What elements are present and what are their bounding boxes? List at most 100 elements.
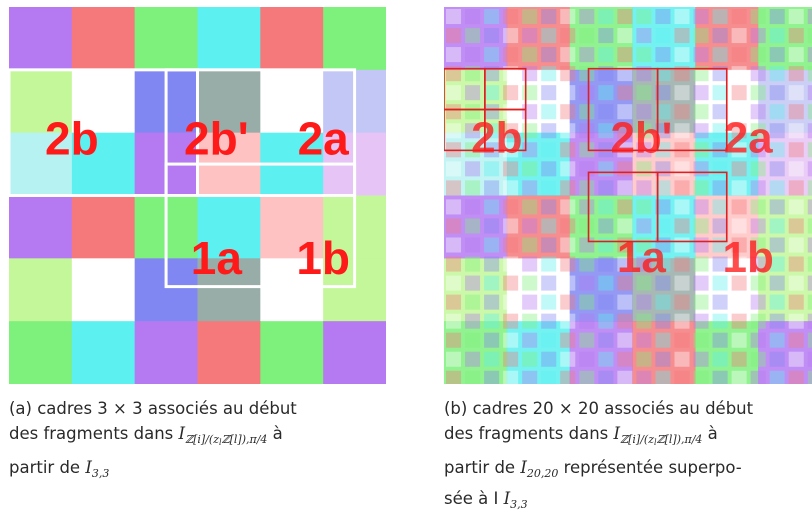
fragment-label: 1b <box>722 233 773 282</box>
fine-cell <box>522 275 538 291</box>
grid-cell <box>71 69 136 134</box>
fine-cell <box>769 9 785 25</box>
grid-cell <box>758 258 812 322</box>
grid-cell <box>323 321 386 384</box>
fine-cell <box>560 199 576 215</box>
fine-cell <box>579 275 595 291</box>
fine-cell <box>522 351 538 367</box>
fine-cell <box>769 47 785 63</box>
fine-cell <box>807 313 812 329</box>
fine-cell <box>541 66 557 82</box>
caption-b-subscript: ℤ[i]/(zlℤ[l]),π/4 <box>620 433 702 447</box>
fine-cell <box>598 218 614 234</box>
fine-cell <box>750 332 766 348</box>
fine-cell <box>731 104 747 120</box>
grid-cell <box>569 258 633 322</box>
fine-cell <box>731 123 747 139</box>
fine-cell <box>560 142 576 158</box>
fine-cell <box>693 237 709 253</box>
fine-cell <box>636 256 652 272</box>
fine-cell <box>674 218 690 234</box>
fine-cell <box>617 28 633 44</box>
fine-cell <box>769 237 785 253</box>
fine-cell <box>750 199 766 215</box>
fine-cell <box>579 218 595 234</box>
fine-cell <box>617 123 633 139</box>
fine-cell <box>750 218 766 234</box>
fine-cell <box>598 332 614 348</box>
frame-outline <box>656 171 728 243</box>
grid-cell <box>134 7 198 71</box>
fine-cell <box>769 275 785 291</box>
fine-cell <box>674 294 690 310</box>
grid-cell <box>506 132 571 196</box>
grid-cell <box>323 7 386 71</box>
grid-cell <box>260 258 324 322</box>
fine-cell <box>731 256 747 272</box>
fine-cell <box>655 332 671 348</box>
fine-cell <box>731 275 747 291</box>
fine-cell <box>465 294 481 310</box>
fine-cell <box>503 370 519 384</box>
caption-b-line-2: des fragments dans Iℤ[i]/(zlℤ[l]),π/4 à <box>444 421 812 455</box>
fine-cell <box>712 332 728 348</box>
fine-cell <box>750 104 766 120</box>
fine-cell <box>807 218 812 234</box>
fine-cell <box>465 218 481 234</box>
fine-cell <box>655 104 671 120</box>
fine-cell <box>503 275 519 291</box>
grid-cell <box>9 7 73 71</box>
grid-cell <box>758 69 812 134</box>
fine-cell <box>617 9 633 25</box>
grid-cell <box>695 7 759 71</box>
grid-cell <box>260 7 324 71</box>
fine-cell <box>655 351 671 367</box>
fine-cell <box>579 313 595 329</box>
fine-cell <box>541 161 557 177</box>
fine-cell <box>712 294 728 310</box>
fine-cell <box>674 313 690 329</box>
fine-cell <box>674 180 690 196</box>
fine-cell <box>484 351 500 367</box>
fine-cell <box>484 370 500 384</box>
fragment-label: 2a <box>724 114 773 163</box>
fine-cell <box>484 47 500 63</box>
fine-cell <box>655 275 671 291</box>
fine-cell <box>465 199 481 215</box>
fine-cell <box>674 9 690 25</box>
fine-cell <box>598 85 614 101</box>
fine-cell <box>503 218 519 234</box>
fine-cell <box>655 294 671 310</box>
grid-cell <box>632 132 696 196</box>
fine-cell <box>579 332 595 348</box>
fine-cell <box>617 161 633 177</box>
fine-cell <box>636 47 652 63</box>
fine-cell <box>807 332 812 348</box>
grid-cell <box>444 69 508 134</box>
fine-cell <box>769 218 785 234</box>
fine-cell <box>446 104 462 120</box>
fine-cell <box>693 351 709 367</box>
fine-cell <box>655 218 671 234</box>
fine-cell <box>674 66 690 82</box>
fine-cell <box>541 275 557 291</box>
grid-cell <box>632 7 696 71</box>
fine-cell <box>712 28 728 44</box>
fine-cell <box>560 85 576 101</box>
fine-cell <box>541 218 557 234</box>
fine-cell <box>693 104 709 120</box>
grid-cell <box>569 132 633 196</box>
fine-cell <box>522 256 538 272</box>
caption-b-sub-part-2: l <box>654 438 657 447</box>
fine-cell <box>807 28 812 44</box>
fine-cell <box>598 66 614 82</box>
fine-cell <box>560 218 576 234</box>
grid-cell <box>632 69 696 134</box>
fine-cell <box>712 85 728 101</box>
fine-cell <box>655 123 671 139</box>
fine-cell <box>484 66 500 82</box>
fine-cell <box>769 351 785 367</box>
fine-cell <box>465 313 481 329</box>
fine-cell <box>731 313 747 329</box>
fine-cell <box>484 28 500 44</box>
